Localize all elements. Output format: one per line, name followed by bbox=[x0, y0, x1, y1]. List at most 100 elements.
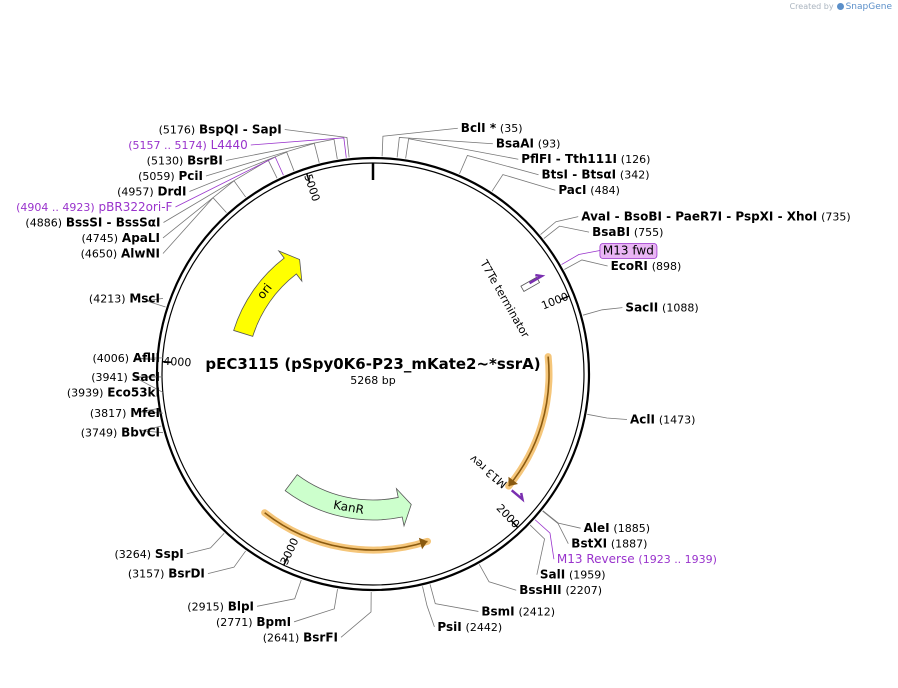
site-alei-leader bbox=[542, 510, 581, 529]
site-bsshii-name: BssHII bbox=[519, 583, 561, 597]
feature-kanr-arrow[interactable] bbox=[284, 474, 412, 528]
site-sali-label[interactable]: SalI (1959) bbox=[540, 568, 606, 582]
site-bspqi-sapi-label[interactable]: (5176) BspQI - SapI bbox=[159, 122, 282, 136]
site-alwni-label[interactable]: (4650) AlwNI bbox=[81, 246, 160, 260]
site-sspi-name: SspI bbox=[155, 547, 184, 561]
site-drdi-label[interactable]: (4957) DrdI bbox=[117, 184, 186, 198]
site-eco53ki-label[interactable]: (3939) Eco53kI bbox=[67, 385, 160, 399]
site-pflfi-tth111i-label[interactable]: PflFI - Tth111I (126) bbox=[521, 152, 650, 166]
site-bsshii-label[interactable]: BssHII (2207) bbox=[519, 583, 602, 597]
site-bcli-label[interactable]: BclI * (35) bbox=[461, 121, 523, 135]
site-bsshii-position: (2207) bbox=[565, 584, 602, 597]
site-psii-leader bbox=[422, 586, 435, 628]
site-avai-bsobi-paer7i-pspxi-xhoi-name: AvaI - BsoBI - PaeR7I - PspXI - XhoI bbox=[581, 210, 817, 224]
site-bpmi-label[interactable]: (2771) BpmI bbox=[216, 615, 291, 629]
snapgene-credit: Created by SnapGene bbox=[790, 2, 892, 12]
primer-l4440-leader bbox=[250, 137, 347, 158]
site-bsmi-leader bbox=[429, 584, 479, 612]
site-ecori-position: (898) bbox=[652, 260, 682, 273]
site-eco53ki-position: (3939) bbox=[67, 386, 104, 399]
feature-kanr-label: KanR bbox=[332, 498, 365, 517]
site-btsi-bts-i-position: (342) bbox=[620, 169, 650, 182]
site-acli-position: (1473) bbox=[659, 414, 696, 427]
site-msci-label[interactable]: (4213) MscI bbox=[89, 291, 160, 305]
site-bbvci-label[interactable]: (3749) BbvCI bbox=[81, 426, 160, 440]
site-paci-label[interactable]: PacI (484) bbox=[558, 183, 620, 197]
site-avai-bsobi-paer7i-pspxi-xhoi-leader bbox=[540, 216, 579, 235]
site-bsrfi-leader bbox=[340, 591, 372, 638]
site-sacii-position: (1088) bbox=[662, 302, 699, 315]
site-aflii-label[interactable]: (4006) AflII bbox=[92, 351, 160, 365]
site-blpi-label[interactable]: (2915) BlpI bbox=[187, 599, 254, 613]
site-pflfi-tth111i-leader bbox=[405, 138, 519, 160]
site-bsaai-leader bbox=[396, 137, 493, 158]
primer-l4440-position: (5157 .. 5174) bbox=[128, 139, 207, 152]
site-blpi-name: BlpI bbox=[228, 599, 254, 613]
site-bsrbi-leader bbox=[225, 138, 338, 161]
site-blpi-position: (2915) bbox=[187, 600, 224, 613]
site-bsrdi-label[interactable]: (3157) BsrDI bbox=[128, 567, 205, 581]
site-alei-label[interactable]: AleI (1885) bbox=[584, 521, 650, 535]
snapgene-logo-text: SnapGene bbox=[845, 2, 892, 12]
site-avai-bsobi-paer7i-pspxi-xhoi-label[interactable]: AvaI - BsoBI - PaeR7I - PspXI - XhoI (73… bbox=[581, 210, 850, 224]
primer-pbr322ori-f-label[interactable]: (4904 .. 4923) pBR322ori-F bbox=[16, 200, 172, 214]
tick-label: 5000 bbox=[301, 172, 322, 203]
primer-m13-rev-mark bbox=[510, 489, 525, 503]
site-bspqi-sapi-leader bbox=[284, 129, 350, 158]
site-sacii-name: SacII bbox=[625, 301, 658, 315]
site-acli-label[interactable]: AclI (1473) bbox=[630, 413, 695, 427]
site-saci-position: (3941) bbox=[91, 371, 128, 384]
tick-label: 4000 bbox=[163, 355, 192, 370]
site-bsaai-label[interactable]: BsaAI (93) bbox=[496, 137, 561, 151]
site-bsssi-bsss-i-label[interactable]: (4886) BssSI - BssSαI bbox=[25, 215, 160, 229]
site-bsrdi-name: BsrDI bbox=[168, 567, 205, 581]
site-alei-name: AleI bbox=[584, 521, 610, 535]
site-bspqi-sapi-position: (5176) bbox=[159, 123, 196, 136]
created-by-text: Created by bbox=[789, 2, 834, 11]
site-bsrfi-label[interactable]: (2641) BsrFI bbox=[263, 630, 338, 644]
site-bcli-leader bbox=[381, 127, 458, 157]
site-bbvci-position: (3749) bbox=[81, 427, 118, 440]
site-saci-label[interactable]: (3941) SacI bbox=[91, 370, 160, 384]
site-bsmi-label[interactable]: BsmI (2412) bbox=[481, 604, 555, 618]
primer-m13-fwd-label[interactable]: M13 fwd bbox=[603, 243, 654, 257]
primer-l4440-label[interactable]: (5157 .. 5174) L4440 bbox=[128, 138, 248, 152]
site-bstxi-name: BstXI bbox=[571, 537, 607, 551]
site-blpi-leader bbox=[256, 579, 302, 607]
site-acli-leader bbox=[587, 413, 628, 420]
site-mfei-leader bbox=[137, 408, 164, 414]
site-btsi-bts-i-leader bbox=[459, 155, 539, 176]
tick-mark bbox=[283, 556, 289, 566]
site-avai-bsobi-paer7i-pspxi-xhoi-position: (735) bbox=[821, 211, 851, 224]
site-sspi-label[interactable]: (3264) SspI bbox=[115, 547, 184, 561]
site-alwni-name: AlwNI bbox=[121, 246, 160, 260]
site-bsabi-label[interactable]: BsaBI (755) bbox=[592, 225, 663, 239]
primer-m13-reverse-leader bbox=[534, 519, 555, 560]
backbone-outer-ring bbox=[155, 156, 591, 592]
site-btsi-bts-i-name: BtsI - BtsαI bbox=[542, 168, 617, 182]
site-pcii-name: PciI bbox=[178, 169, 203, 183]
primer-l4440-name: L4440 bbox=[211, 138, 248, 152]
site-sacii-label[interactable]: SacII (1088) bbox=[625, 301, 698, 315]
site-bsabi-name: BsaBI bbox=[592, 225, 630, 239]
site-pflfi-tth111i-position: (126) bbox=[621, 153, 651, 166]
site-pflfi-tth111i-name: PflFI - Tth111I bbox=[521, 152, 617, 166]
site-ecori-label[interactable]: EcoRI (898) bbox=[611, 259, 682, 273]
site-bsrdi-leader bbox=[207, 550, 246, 575]
site-psii-label[interactable]: PsiI (2442) bbox=[437, 620, 502, 634]
site-btsi-bts-i-label[interactable]: BtsI - BtsαI (342) bbox=[542, 168, 650, 182]
primer-m13-reverse-label[interactable]: M13 Reverse (1923 .. 1939) bbox=[557, 552, 717, 566]
feature-ori-arrow[interactable] bbox=[233, 250, 303, 337]
site-pcii-label[interactable]: (5059) PciI bbox=[138, 169, 203, 183]
site-bsrbi-name: BsrBI bbox=[187, 153, 223, 167]
site-bsrbi-label[interactable]: (5130) BsrBI bbox=[147, 153, 223, 167]
site-bstxi-label[interactable]: BstXI (1887) bbox=[571, 537, 647, 551]
site-aflii-name: AflII bbox=[133, 351, 160, 365]
site-psii-name: PsiI bbox=[437, 620, 461, 634]
site-apali-label[interactable]: (4745) ApaLI bbox=[82, 231, 161, 245]
site-mfei-label[interactable]: (3817) MfeI bbox=[90, 406, 160, 420]
site-bcli-position: (35) bbox=[500, 122, 523, 135]
site-bsshii-leader bbox=[478, 564, 517, 591]
site-bsssi-bsss-i-name: BssSI - BssSαI bbox=[66, 215, 161, 229]
primer-pbr322ori-f-position: (4904 .. 4923) bbox=[16, 201, 95, 214]
